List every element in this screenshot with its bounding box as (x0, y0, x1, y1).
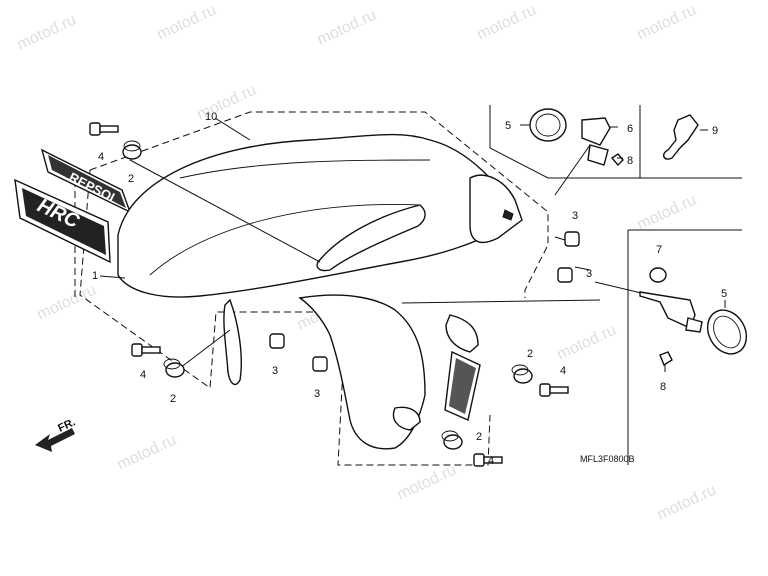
watermark: motod.ru (315, 7, 379, 49)
stay-bracket (662, 114, 708, 160)
grommet-2b (163, 358, 185, 378)
callout-3: 3 (586, 268, 592, 280)
callout-3: 3 (272, 365, 278, 377)
callout-4: 4 (560, 365, 566, 377)
leader-lines (99, 117, 663, 369)
diagram-code: MFL3F0800B (580, 454, 635, 464)
clip-nut-group (269, 231, 580, 372)
callout-3: 3 (572, 210, 578, 222)
callout-labels: 1 10 2 4 2 4 3 3 2 4 2 4 3 3 5 6 8 9 7 5… (92, 111, 727, 467)
bolt-group (89, 122, 569, 467)
callout-4: 4 (488, 455, 494, 467)
callout-5: 5 (505, 120, 511, 132)
clip-nut-3d (312, 356, 328, 372)
reflector-assembly-right (639, 267, 748, 372)
watermark: motod.ru (15, 12, 79, 54)
callout-2: 2 (476, 431, 482, 443)
callout-2: 2 (170, 393, 176, 405)
callout-8: 8 (660, 381, 666, 393)
grommet-2a (122, 140, 142, 160)
bolt-4a (89, 122, 119, 136)
callout-2: 2 (128, 173, 134, 185)
clip-nut-3b (557, 267, 573, 283)
front-direction-indicator: FR. (35, 416, 77, 452)
callout-10: 10 (205, 111, 217, 123)
subassembly-boxes (489, 105, 742, 465)
clip-nut-3c (269, 333, 285, 349)
callout-6: 6 (627, 123, 633, 135)
watermark: motod.ru (655, 482, 719, 524)
grommet-group (122, 140, 533, 450)
front-arrow-label: FR. (56, 416, 77, 434)
callout-7: 7 (656, 244, 662, 256)
callout-4: 4 (98, 151, 104, 163)
callout-1: 1 (92, 270, 98, 282)
watermark: motod.ru (155, 2, 219, 44)
reflector-assembly-top (520, 108, 624, 167)
watermark: motod.ru (35, 282, 99, 324)
callout-5: 5 (721, 288, 727, 300)
watermark: motod.ru (395, 462, 459, 504)
callout-8: 8 (627, 155, 633, 167)
callout-4: 4 (140, 369, 146, 381)
watermark: motod.ru (115, 432, 179, 474)
bolt-4b (131, 343, 161, 357)
grommet-2c (511, 364, 533, 384)
watermark: motod.ru (635, 192, 699, 234)
callout-2: 2 (527, 348, 533, 360)
clip-nut-3a (564, 231, 580, 247)
front-fender (117, 133, 523, 450)
bolt-4d (473, 453, 503, 467)
watermark: motod.ru (475, 2, 539, 44)
callout-9: 9 (712, 125, 718, 137)
callout-3: 3 (314, 388, 320, 400)
watermark: motod.ru (635, 2, 699, 44)
bolt-4c (539, 383, 569, 397)
watermark: motod.ru (555, 322, 619, 364)
grommet-2d (441, 430, 463, 450)
